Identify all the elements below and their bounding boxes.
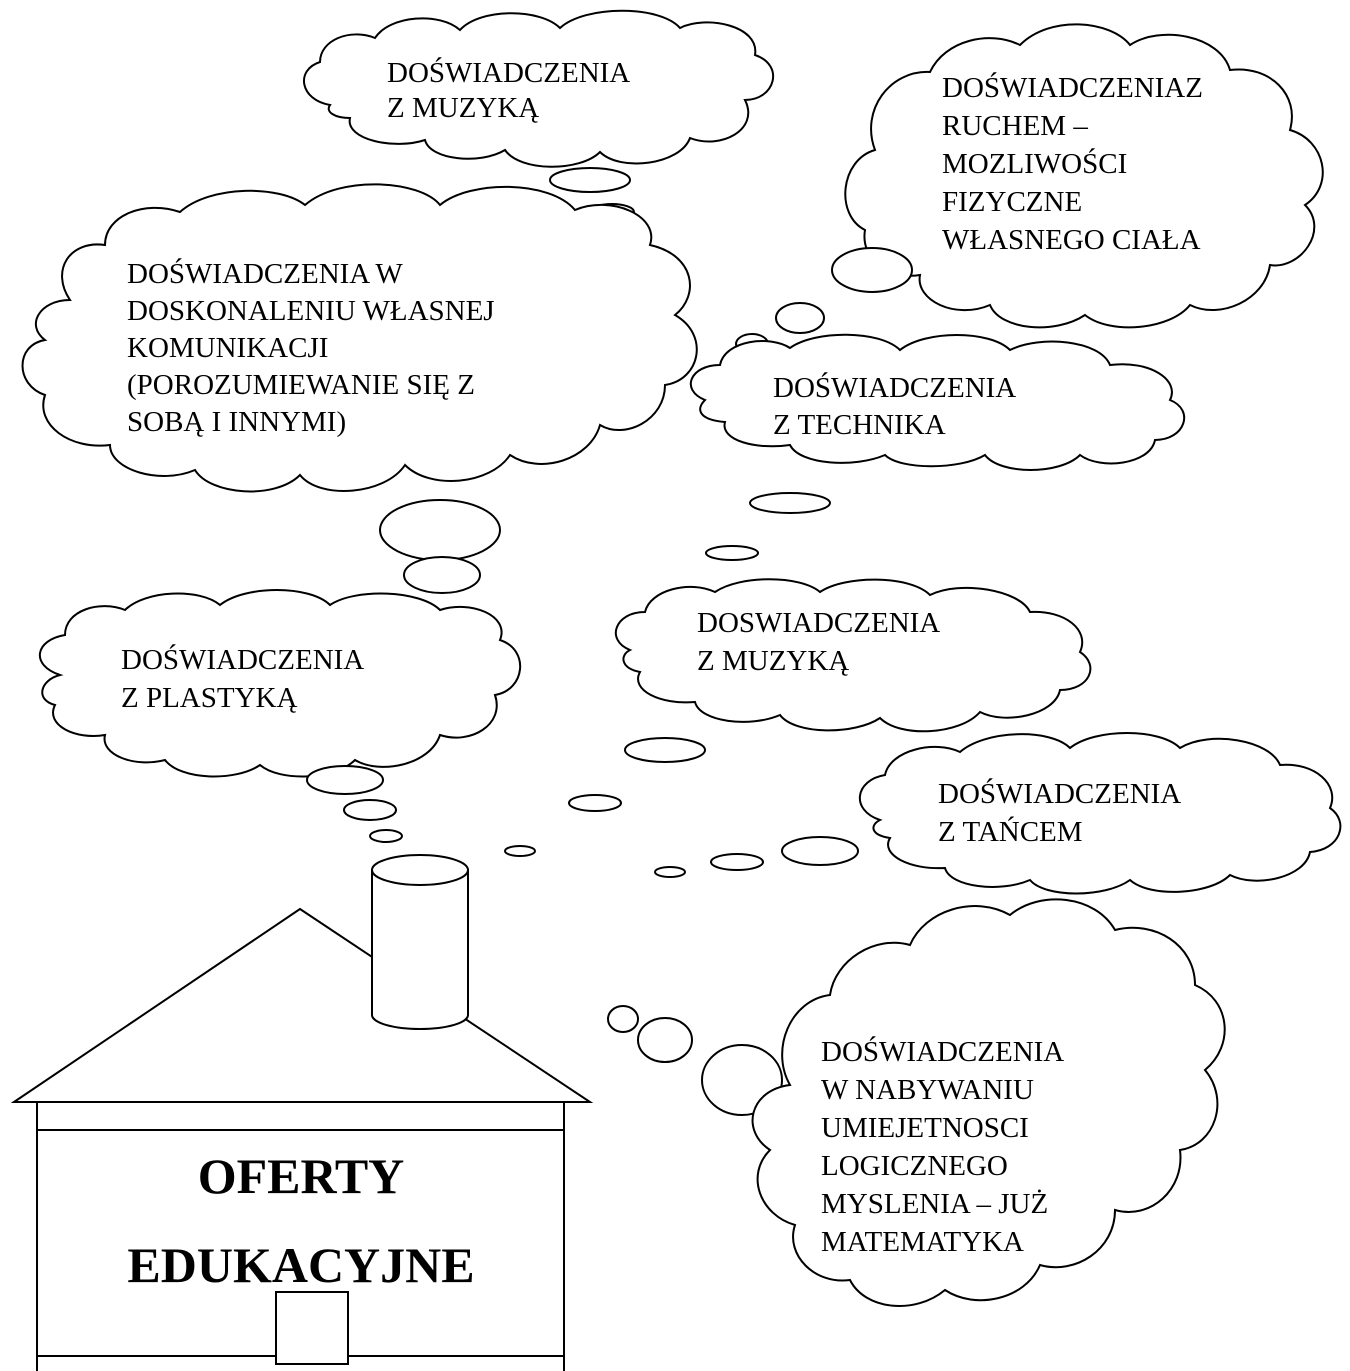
thought-bubble [749, 492, 831, 514]
cloud-shape [303, 9, 775, 168]
cloud-muzyka-mid: DOSWIADCZENIA Z MUZYKĄ [614, 578, 1092, 733]
thought-bubble [306, 765, 384, 795]
cloud-line: LOGICZNEGO [821, 1150, 1008, 1182]
cloud-shape [844, 23, 1324, 329]
thought-bubble [504, 845, 536, 857]
cloud-shape [21, 183, 698, 493]
chimney [371, 870, 469, 1030]
thought-bubble [654, 866, 686, 878]
cloud-line: DOŚWIADCZENIAZ [942, 71, 1203, 104]
cloud-line: MYSLENIA – JUŻ [821, 1188, 1048, 1220]
cloud-ruch: DOŚWIADCZENIAZ RUCHEM – MOZLIWOŚCI FIZYC… [844, 23, 1324, 329]
cloud-line: MOZLIWOŚCI [942, 147, 1127, 180]
cloud-shape [859, 732, 1342, 895]
thought-bubble [379, 499, 501, 561]
house-window [275, 1291, 349, 1365]
thought-bubble [624, 737, 706, 763]
cloud-line: (POROZUMIEWANIE SIĘ Z [127, 369, 475, 401]
cloud-line: MATEMATYKA [821, 1226, 1024, 1258]
house-title-line1: OFERTY [198, 1148, 405, 1204]
cloud-text: DOŚWIADCZENIA Z PLASTYKĄ [121, 643, 370, 714]
thought-bubbles-center [379, 492, 831, 594]
cloud-line: UMIEJETNOSCI [821, 1112, 1029, 1144]
cloud-line: DOŚWIADCZENIA [121, 643, 364, 676]
cloud-taniec: DOŚWIADCZENIA Z TAŃCEM [859, 732, 1342, 895]
cloud-logika: DOŚWIADCZENIA W NABYWANIU UMIEJETNOSCI L… [607, 898, 1226, 1307]
cloud-line: DOŚWIADCZENIA W [127, 257, 403, 290]
house-roof [10, 907, 594, 1103]
cloud-line: RUCHEM – [942, 110, 1088, 142]
thought-bubble [568, 794, 622, 812]
cloud-shape [689, 333, 1186, 471]
cloud-shape [751, 898, 1226, 1307]
cloud-line: Z TAŃCEM [938, 815, 1083, 848]
cloud-line: DOŚWIADCZENIA [938, 777, 1181, 810]
cloud-line: Z PLASTYKĄ [121, 682, 297, 714]
thought-bubble [343, 799, 397, 821]
cloud-text: DOŚWIADCZENIA W DOSKONALENIU WŁASNEJ KOM… [127, 257, 502, 438]
thought-bubble [781, 836, 859, 866]
cloud-line: Z MUZYKĄ [387, 92, 539, 124]
cloud-line: FIZYCZNE [942, 186, 1082, 218]
cloud-line: DOŚWIADCZENIA [387, 56, 630, 89]
cloud-text: DOŚWIADCZENIA Z MUZYKĄ [387, 56, 636, 124]
cloud-line: KOMUNIKACJI [127, 332, 328, 364]
house: OFERTY EDUKACYJNE [10, 854, 594, 1371]
chimney-top [371, 854, 469, 886]
thought-bubble [607, 1005, 639, 1033]
cloud-line: DOŚWIADCZENIA [821, 1035, 1064, 1068]
thought-bubble [710, 853, 764, 871]
cloud-shape [614, 578, 1092, 733]
house-title-line2: EDUKACYJNE [127, 1237, 474, 1293]
cloud-line: WŁASNEGO CIAŁA [942, 224, 1201, 256]
cloud-line: DOSKONALENIU WŁASNEJ [127, 295, 495, 327]
thought-bubbles-lower [306, 737, 859, 878]
cloud-line: W NABYWANIU [821, 1074, 1034, 1106]
cloud-line: Z MUZYKĄ [697, 645, 849, 677]
cloud-shape [39, 589, 522, 778]
thought-bubble [831, 247, 913, 293]
cloud-plastyka: DOŚWIADCZENIA Z PLASTYKĄ [39, 589, 522, 778]
cloud-text: DOŚWIADCZENIA Z TECHNIKA [773, 371, 1022, 441]
cloud-text: DOŚWIADCZENIA W NABYWANIU UMIEJETNOSCI L… [821, 1035, 1070, 1258]
thought-bubble [637, 1017, 693, 1063]
cloud-line: Z TECHNIKA [773, 409, 946, 441]
thought-bubble [369, 829, 403, 843]
thought-bubble [549, 167, 631, 193]
cloud-line: SOBĄ I INNYMI) [127, 406, 346, 438]
cloud-text: DOŚWIADCZENIA Z TAŃCEM [938, 777, 1187, 848]
cloud-komunikacja: DOŚWIADCZENIA W DOSKONALENIU WŁASNEJ KOM… [21, 183, 698, 493]
cloud-text: DOSWIADCZENIA Z MUZYKĄ [697, 607, 946, 677]
cloud-technika: DOŚWIADCZENIA Z TECHNIKA [689, 333, 1186, 471]
cloud-text: DOŚWIADCZENIAZ RUCHEM – MOZLIWOŚCI FIZYC… [942, 71, 1210, 256]
cloud-line: DOŚWIADCZENIA [773, 371, 1016, 404]
cloud-line: DOSWIADCZENIA [697, 607, 940, 639]
thought-bubble [705, 545, 759, 561]
thought-bubble [403, 556, 481, 594]
thought-bubble [775, 302, 825, 334]
cloud-muzyka-top: DOŚWIADCZENIA Z MUZYKĄ [303, 9, 775, 168]
